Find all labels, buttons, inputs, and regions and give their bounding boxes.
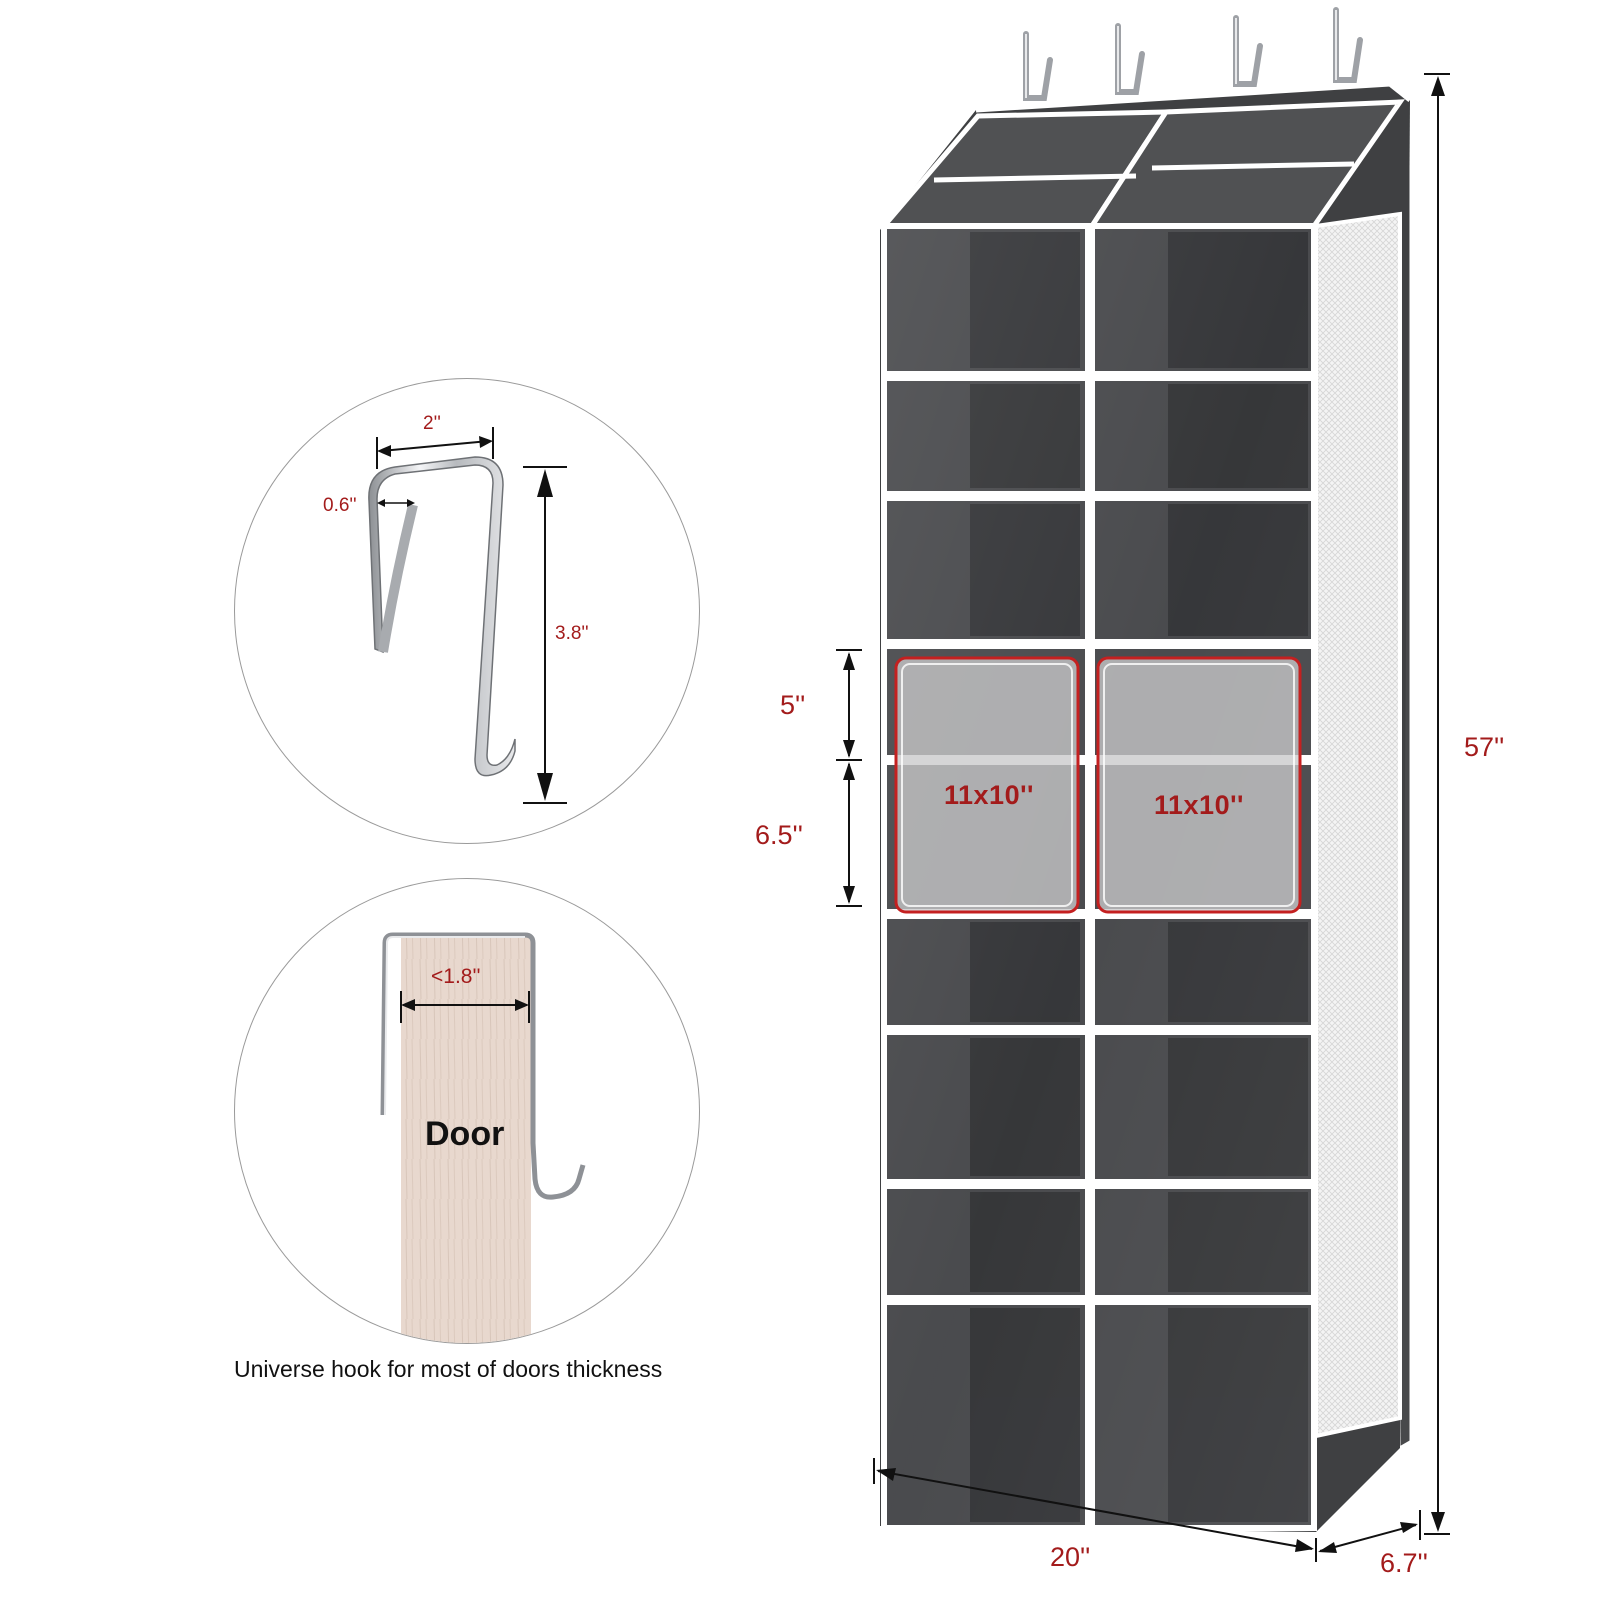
door-thickness-label: <1.8'': [431, 965, 481, 988]
total-height-label: 57'': [1464, 732, 1505, 762]
width-label: 20'': [1050, 1542, 1091, 1572]
pocket-height-top-label: 5'': [780, 690, 806, 720]
door-detail-circle: <1.8'' Door: [234, 878, 700, 1344]
hook-width-label: 2'': [423, 413, 441, 434]
pocket-height-bottom-label: 6.5'': [755, 820, 803, 850]
hook-detail-circle: 2'' 0.6'' 3.8'': [234, 378, 700, 844]
hook-height-label: 3.8'': [555, 623, 589, 644]
over-door-hook-icon: [368, 427, 567, 804]
pocket-left-size-label: 11x10'': [944, 780, 1034, 810]
hook-caption: Universe hook for most of doors thicknes…: [234, 1356, 663, 1382]
pocket-right-size-label: 11x10'': [1154, 790, 1244, 820]
door-label: Door: [425, 1115, 505, 1153]
door-icon: [380, 932, 586, 1343]
hook-gap-label: 0.6'': [323, 495, 357, 516]
depth-label: 6.7'': [1380, 1548, 1428, 1578]
